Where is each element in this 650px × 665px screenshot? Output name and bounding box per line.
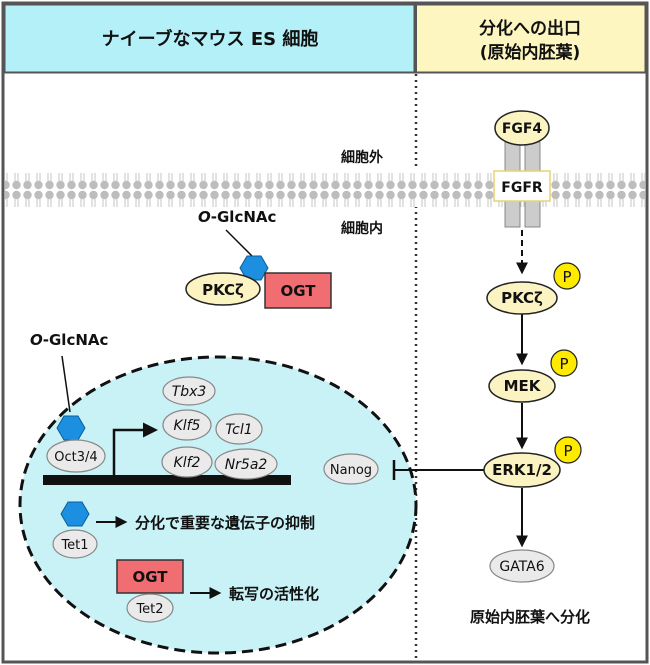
gene-label-nr5a2: Nr5a2 bbox=[225, 457, 268, 473]
gene-label-tbx3: Tbx3 bbox=[172, 384, 207, 400]
nucleus-ogt-label: OGT bbox=[132, 568, 168, 586]
header-left-title: ナイーブなマウス ES 細胞 bbox=[102, 28, 319, 50]
header-left-bg bbox=[3, 3, 416, 74]
fgf4-node bbox=[494, 110, 550, 146]
mek-node bbox=[488, 369, 556, 403]
gene-label-tcl1: Tcl1 bbox=[225, 422, 252, 438]
tet1-effect: 分化で重要な遺伝子の抑制 bbox=[135, 514, 315, 532]
gata6-label: GATA6 bbox=[499, 559, 544, 575]
tet1-label: Tet1 bbox=[60, 538, 88, 553]
dna-strand bbox=[43, 475, 291, 485]
gene-node-klf5 bbox=[162, 409, 212, 441]
pathway-pkc-label: PKCζ bbox=[501, 289, 543, 307]
erk-node bbox=[483, 452, 561, 488]
pkc-phospho-badge bbox=[553, 262, 581, 290]
cytoplasm-pkc-label: PKCζ bbox=[202, 281, 244, 299]
gene-label-klf5: Klf5 bbox=[174, 418, 201, 434]
erk-phospho-label: P bbox=[563, 442, 572, 460]
erk-label: ERK1/2 bbox=[492, 461, 552, 479]
tet2-node bbox=[126, 593, 174, 623]
erk-phospho-badge bbox=[554, 436, 582, 464]
tet2-effect: 転写の活性化 bbox=[229, 585, 319, 603]
oct-node bbox=[46, 439, 106, 473]
mek-phospho-label: P bbox=[559, 355, 568, 373]
nucleus-glcnac-label: O-GlcNAc bbox=[30, 331, 108, 349]
cytoplasm-pkc-node bbox=[185, 272, 261, 306]
cytoplasm-ogt-box bbox=[264, 272, 332, 309]
nucleus-glcnac-pointer bbox=[61, 355, 71, 413]
cytoplasm-glcnac-label: O-GlcNAc bbox=[198, 208, 276, 226]
nanog-label: Nanog bbox=[330, 463, 372, 478]
gata6-node bbox=[489, 549, 555, 583]
pkc-phospho-label: P bbox=[562, 268, 571, 286]
cytoplasm-glcnac-pointer bbox=[225, 229, 253, 257]
outcome-label: 原始内胚葉へ分化 bbox=[470, 608, 590, 626]
oct-label: Oct3/4 bbox=[54, 450, 97, 465]
tet1-glcnac-hexagon bbox=[60, 501, 90, 527]
gene-label-klf2: Klf2 bbox=[174, 455, 201, 471]
fgfr-box bbox=[493, 170, 551, 202]
mek-phospho-badge bbox=[550, 349, 578, 377]
gene-node-tbx3 bbox=[162, 376, 216, 406]
gene-node-tcl1 bbox=[215, 413, 263, 445]
cytoplasm-ogt-label: OGT bbox=[280, 282, 316, 300]
header-right-title-line1: 分化への出口 bbox=[479, 18, 581, 39]
pathway-pkc-node bbox=[486, 281, 558, 315]
tet1-node bbox=[52, 529, 98, 559]
tet2-label: Tet2 bbox=[135, 602, 163, 617]
promoter-arrow bbox=[112, 422, 158, 475]
fgfr-label: FGFR bbox=[501, 180, 543, 196]
nanog-node bbox=[323, 453, 379, 485]
inside-label: 細胞内 bbox=[341, 220, 383, 237]
header-right-title-line2: (原始内胚葉) bbox=[480, 42, 581, 63]
gene-node-nr5a2 bbox=[214, 448, 278, 480]
nucleus-ogt-box bbox=[116, 559, 184, 594]
outside-label: 細胞外 bbox=[341, 149, 383, 166]
gene-node-klf2 bbox=[161, 446, 213, 478]
header-right-bg bbox=[415, 3, 647, 74]
mek-label: MEK bbox=[504, 377, 542, 395]
fgf4-label: FGF4 bbox=[502, 121, 543, 137]
cytoplasm-glcnac-hexagon bbox=[239, 255, 269, 281]
